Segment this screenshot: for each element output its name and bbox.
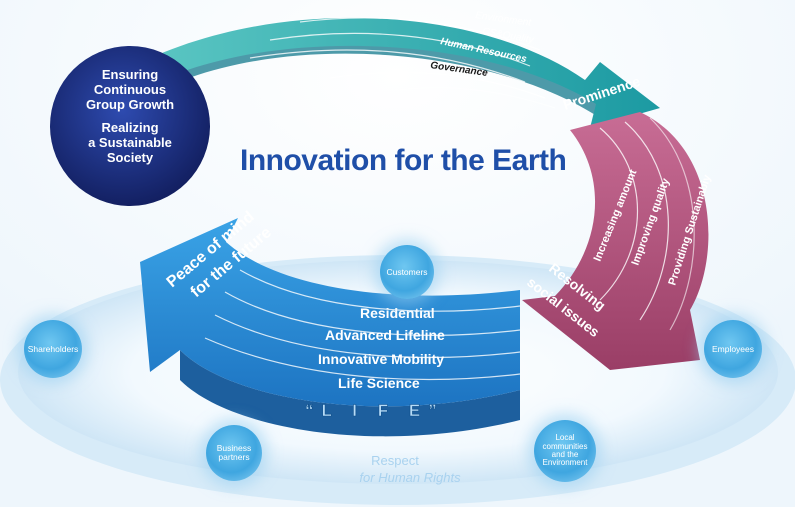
stakeholder-customers-label: Customers (386, 266, 428, 277)
peace-arrow-side (180, 350, 520, 437)
growth-line5: a Sustainable (88, 134, 172, 150)
stakeholder-employees: Employees (704, 320, 762, 378)
local-line2: and the Environment (542, 450, 588, 468)
stakeholder-shareholders: Shareholders (24, 320, 82, 378)
resolving-arrow (522, 112, 709, 370)
business-line1: Business (216, 443, 252, 454)
resolving-stripe (624, 121, 669, 321)
prominence-stripe (249, 49, 526, 83)
growth-line4: Realizing (101, 119, 159, 135)
page-title: Innovation for the Earth (240, 144, 566, 177)
stakeholder-shareholders-label: Shareholders (27, 343, 79, 354)
peace-item-life-science: Life Science (338, 375, 420, 391)
peace-stripe (204, 337, 521, 381)
peace-arrow (140, 218, 520, 407)
stakeholder-employees-label: Employees (711, 343, 755, 354)
growth-line1: Ensuring (101, 67, 159, 82)
prominence-arrow (112, 17, 660, 129)
peace-life-label: “L I F E” (305, 401, 445, 420)
prominence-stripe (329, 71, 546, 99)
growth-circle (50, 46, 210, 206)
resolving-stripe (599, 127, 638, 301)
peace-stripe (239, 269, 521, 312)
stakeholder-customers: Customers (380, 245, 434, 299)
peace-stripe (224, 291, 521, 336)
growth-circle-text: Ensuring Continuous Group Growth Realizi… (74, 67, 186, 166)
stakeholder-local-communities: Local communities and the Environment (534, 420, 596, 482)
growth-line6: Society (106, 149, 154, 165)
resolving-stripe (649, 117, 695, 331)
stakeholder-business-partners-label: Business partners (217, 444, 252, 462)
peace-item-advanced-lifeline: Advanced Lifeline (325, 327, 445, 343)
prominence-stripe (269, 32, 531, 67)
peace-stripe (214, 314, 521, 359)
respect-line1: Respect (371, 453, 419, 468)
growth-line2: Continuous (93, 81, 167, 97)
stakeholder-business-partners: Business partners (206, 425, 262, 481)
local-line1: Local communities (542, 433, 588, 451)
peace-item-innovative-mobility: Innovative Mobility (318, 351, 444, 367)
business-line2: partners (218, 452, 250, 462)
growth-line3: Group Growth (85, 96, 175, 112)
prominence-stripe (299, 17, 541, 51)
prominence-stripe (399, 87, 556, 109)
peace-item-residential: Residential (360, 305, 435, 321)
stakeholder-local-communities-label: Local communities and the Environment (534, 433, 596, 468)
respect-line2: for Human Rights (359, 470, 461, 485)
